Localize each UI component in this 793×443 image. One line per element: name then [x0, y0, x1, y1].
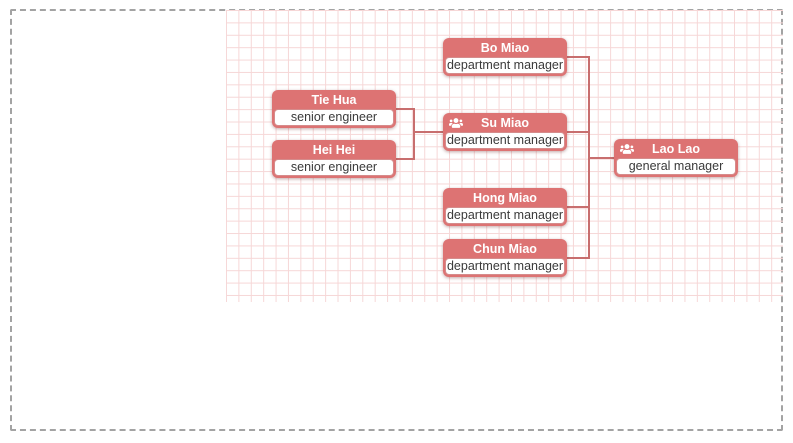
- node-role: senior engineer: [274, 159, 394, 176]
- node-name: Hong Miao: [473, 191, 537, 205]
- node-title-bar: Tie Hua: [274, 92, 394, 109]
- node-name: Lao Lao: [652, 142, 700, 156]
- orgchart-node-chun-miao[interactable]: Chun Miao department manager: [443, 239, 567, 277]
- node-name: Su Miao: [481, 116, 529, 130]
- users-icon: [620, 143, 634, 155]
- connector-line: [413, 131, 443, 133]
- orgchart-node-hei-hei[interactable]: Hei Hei senior engineer: [272, 140, 396, 178]
- node-title-bar: Hei Hei: [274, 142, 394, 159]
- node-title-bar: Chun Miao: [445, 241, 565, 258]
- node-title-bar: Hong Miao: [445, 190, 565, 207]
- connector-line: [392, 108, 413, 110]
- connector-line: [413, 108, 415, 160]
- node-name: Chun Miao: [473, 242, 537, 256]
- orgchart-node-hong-miao[interactable]: Hong Miao department manager: [443, 188, 567, 226]
- connector-line: [588, 157, 614, 159]
- connector-line: [563, 131, 588, 133]
- orgchart-node-bo-miao[interactable]: Bo Miao department manager: [443, 38, 567, 76]
- node-name: Bo Miao: [480, 41, 530, 55]
- node-role: department manager: [445, 57, 565, 74]
- connector-line: [563, 56, 588, 58]
- users-icon: [449, 117, 463, 129]
- orgchart-node-su-miao[interactable]: Su Miao department manager: [443, 113, 567, 151]
- node-title-bar: Lao Lao: [616, 141, 736, 158]
- node-role: general manager: [616, 158, 736, 175]
- connector-line: [563, 257, 588, 259]
- node-role: department manager: [445, 258, 565, 275]
- node-role: department manager: [445, 132, 565, 149]
- orgchart-node-tie-hua[interactable]: Tie Hua senior engineer: [272, 90, 396, 128]
- node-role: senior engineer: [274, 109, 394, 126]
- node-name: Hei Hei: [312, 143, 356, 157]
- orgchart-node-lao-lao[interactable]: Lao Lao general manager: [614, 139, 738, 177]
- connector-line: [563, 206, 588, 208]
- node-title-bar: Su Miao: [445, 115, 565, 132]
- node-title-bar: Bo Miao: [445, 40, 565, 57]
- orgchart-canvas: Bo Miao department manager Tie Hua senio…: [226, 10, 783, 302]
- node-name: Tie Hua: [311, 93, 357, 107]
- connector-line: [392, 158, 413, 160]
- node-role: department manager: [445, 207, 565, 224]
